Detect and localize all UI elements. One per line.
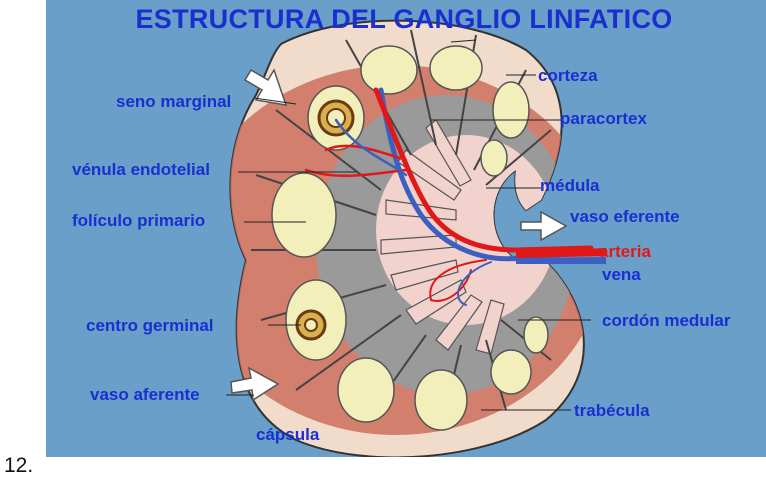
label-vena: vena	[602, 265, 641, 285]
label-centro-germinal: centro germinal	[86, 316, 214, 336]
label-venula-endotelial: vénula endotelial	[72, 160, 210, 180]
label-foliculo-primario: folículo primario	[72, 211, 205, 231]
label-trabecula: trabécula	[574, 401, 650, 421]
label-vaso-aferente: vaso aferente	[90, 385, 200, 405]
label-arteria: arteria	[599, 242, 651, 262]
item-number: 12.	[4, 454, 33, 478]
label-corteza: corteza	[538, 66, 598, 86]
diagram-panel: ESTRUCTURA DEL GANGLIO LINFATICO seno ma…	[46, 0, 766, 457]
label-capsula: cápsula	[256, 425, 319, 445]
diagram-title: ESTRUCTURA DEL GANGLIO LINFATICO	[94, 4, 714, 35]
label-cordon-medular: cordón medular	[602, 311, 730, 331]
label-seno-marginal: seno marginal	[116, 92, 231, 112]
label-vaso-eferente: vaso eferente	[570, 207, 680, 227]
label-paracortex: paracortex	[560, 109, 647, 129]
label-medula: médula	[540, 176, 600, 196]
